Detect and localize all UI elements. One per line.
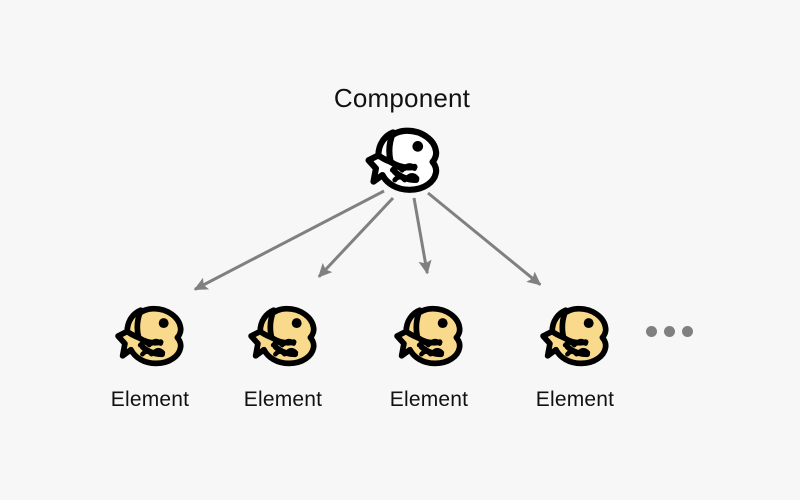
connector-arrow-4	[427, 191, 542, 286]
child-node-2[interactable]	[245, 295, 321, 371]
child-node-label-3: Element	[389, 388, 469, 411]
fish-icon	[540, 305, 609, 367]
child-node-4[interactable]	[537, 295, 613, 371]
ellipsis-dot	[664, 326, 675, 337]
fish-icon	[248, 305, 317, 367]
connector-arrow-1	[193, 189, 385, 291]
connector-arrow-3	[412, 197, 432, 275]
child-node-label-4: Element	[535, 388, 615, 411]
child-node-1[interactable]	[112, 295, 188, 371]
ellipsis-dot	[646, 326, 657, 337]
child-node-label-1: Element	[110, 388, 190, 411]
child-node-3[interactable]	[391, 295, 467, 371]
fish-icon	[115, 305, 184, 367]
root-node-icon-wrap[interactable]	[362, 116, 444, 198]
ellipsis-dot	[682, 326, 693, 337]
child-node-label-2: Element	[243, 388, 323, 411]
connector-arrow-2	[317, 196, 395, 278]
more-items-ellipsis	[646, 326, 693, 337]
fish-icon	[365, 127, 440, 193]
root-node-label: Component	[333, 83, 471, 113]
fish-icon	[394, 305, 463, 367]
